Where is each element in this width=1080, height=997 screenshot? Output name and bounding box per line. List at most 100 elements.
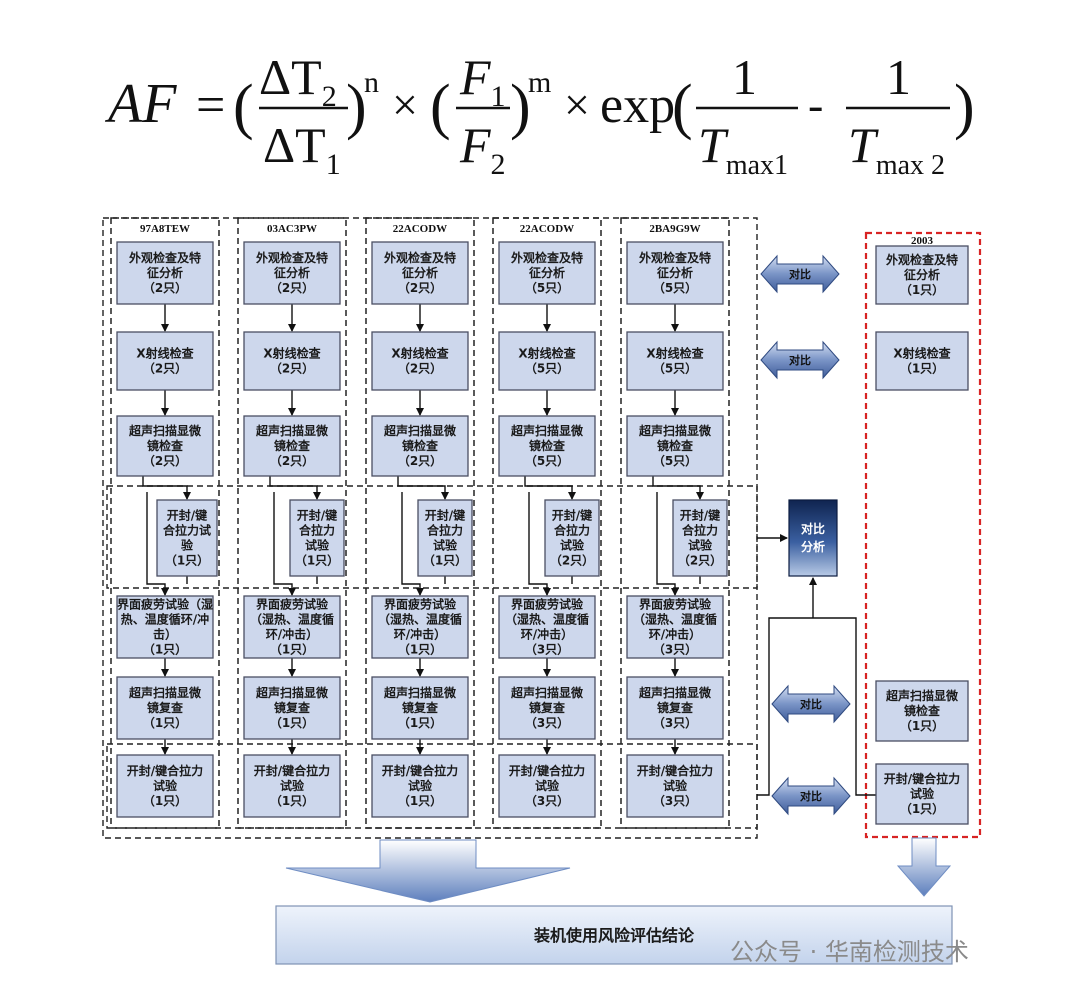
inspection-step-box-text: X射线检查（2只） [263, 346, 321, 376]
bypass-line [528, 492, 551, 596]
reference-step-box-text-line: 外观检查及特 [886, 252, 958, 267]
formula-minus: - [808, 79, 823, 130]
inspection-step-box-text: X射线检查（5只） [518, 346, 576, 376]
inspection-step-box-text-line: （2只） [270, 361, 314, 376]
inspection-step-box-text-line: 超声扫描显微 [638, 423, 712, 438]
inspection-step-box-text-line: 征分析 [402, 265, 438, 280]
inspection-step-box [626, 241, 724, 305]
bypass-line [656, 492, 679, 596]
inspection-step-box [626, 676, 724, 740]
formula-tmax2: Tmax 2 [848, 117, 945, 181]
sample-column-title: 22ACODW [520, 223, 574, 235]
conclusion-bar [275, 905, 953, 965]
decap-bond-pull-box [672, 499, 728, 577]
inspection-step-box-text-line: （2只） [143, 280, 187, 295]
inspection-step-box-text-line: （5只） [525, 280, 569, 295]
interface-fatigue-box-text-line: 界面疲劳试验 [639, 597, 712, 612]
decap-bond-pull-box-text-line: 合拉力 [427, 523, 463, 538]
final-bond-pull-box-text-line: 开封/键合拉力 [382, 763, 458, 778]
bypass-line [273, 492, 296, 596]
interface-fatigue-box-text-line: （1只） [143, 642, 187, 657]
inspection-step-box-text-line: 征分析 [657, 265, 693, 280]
interface-fatigue-box-text-line: （3只） [525, 642, 569, 657]
final-bond-pull-box-text-line: 试验 [153, 778, 178, 793]
comparison-analysis-hub-text-line: 分析 [801, 539, 825, 554]
decap-bond-pull-box [156, 499, 218, 577]
inspection-step-box-text-line: X射线检查 [646, 346, 704, 361]
inspection-step-box-text-line: （3只） [525, 715, 569, 730]
inspection-step-box-text-line: 超声扫描显微 [510, 685, 584, 700]
compare-arrow-xray-label: 对比 [789, 353, 811, 367]
inspection-step-box [243, 331, 341, 391]
decap-bond-pull-box-text-line: 试验 [688, 538, 713, 553]
decap-bond-pull-box-text-line: 试验 [433, 538, 458, 553]
formula-exponent-m: m [528, 66, 551, 99]
decap-bond-pull-box-text: 开封/键合拉力试验（2只） [550, 508, 594, 568]
interface-fatigue-box-text-line: 界面疲劳试验 [256, 597, 329, 612]
inspection-step-box [498, 331, 596, 391]
interface-fatigue-box-text-line: 热、温度循环/冲 [121, 612, 209, 627]
final-bond-pull-box-text-line: （1只） [270, 793, 314, 808]
inspection-step-box-text-line: 超声扫描显微 [638, 685, 712, 700]
inspection-step-box-text-line: 征分析 [147, 265, 183, 280]
decap-bond-pull-box-text-line: 试验 [560, 538, 585, 553]
formula-paren-close-3: ) [954, 73, 975, 141]
decap-bond-pull-box-text: 开封/键合拉力试验（1只） [163, 508, 211, 568]
inspection-step-box-text-line: （2只） [270, 453, 314, 468]
reference-step-box-text: 外观检查及特征分析（1只） [886, 252, 958, 297]
big-down-arrow [285, 839, 571, 903]
final-bond-pull-box-text-line: （3只） [525, 793, 569, 808]
inspection-step-box-text-line: 镜检查 [274, 438, 311, 453]
inspection-step-box-text-line: 镜检查 [402, 438, 439, 453]
final-bond-pull-box-text: 开封/键合拉力试验（3只） [637, 763, 713, 808]
reference-step-box-text: 开封/键合拉力试验（1只） [884, 771, 960, 816]
inspection-step-box-text: 超声扫描显微镜复查（3只） [638, 685, 712, 730]
reference-step-box-text-line: （1只） [900, 361, 944, 376]
sample-column-title: 2BA9G9W [649, 223, 700, 235]
inspection-step-box-text-line: 超声扫描显微 [383, 685, 457, 700]
decap-bond-pull-box [544, 499, 600, 577]
interface-fatigue-box-text-line: （湿热、温度循 [505, 612, 589, 627]
final-bond-pull-box-text: 开封/键合拉力试验（3只） [509, 763, 585, 808]
interface-fatigue-box-text-line: 环/冲击） [266, 627, 318, 642]
final-test-row-border [106, 743, 758, 829]
final-bond-pull-box-text-line: （1只） [398, 793, 442, 808]
interface-fatigue-box-text-line: 击） [153, 627, 177, 642]
inspection-step-box-text: 外观检查及特征分析（2只） [256, 250, 328, 295]
bypass-line [401, 492, 424, 596]
inspection-step-box-text-line: （5只） [525, 453, 569, 468]
formula-numerator-1: 1 [732, 49, 757, 105]
inspection-step-box-text-line: 超声扫描显微 [255, 423, 329, 438]
inspection-step-box-text: X射线检查（5只） [646, 346, 704, 376]
decap-bond-pull-box-text-line: 开封/键 [297, 508, 337, 523]
inspection-step-box-text-line: （2只） [270, 280, 314, 295]
reference-step-box [875, 680, 969, 742]
sample-column-title: 97A8TEW [140, 223, 190, 235]
sample-column-title: 03AC3PW [267, 223, 317, 235]
interface-fatigue-box [371, 595, 469, 659]
decap-bond-pull-box-text-line: （2只） [678, 553, 722, 568]
final-bond-pull-box-text-line: 开封/键合拉力 [637, 763, 713, 778]
final-bond-pull-box-text-line: 试验 [663, 778, 688, 793]
final-bond-pull-box-text: 开封/键合拉力试验（1只） [127, 763, 203, 808]
reference-step-box-text-line: （1只） [900, 801, 944, 816]
inspection-step-box-text-line: （2只） [143, 453, 187, 468]
decap-bond-pull-box-text-line: 开封/键 [425, 508, 465, 523]
inspection-step-box-text-line: （5只） [653, 280, 697, 295]
inspection-step-box-text-line: 外观检查及特 [129, 250, 201, 265]
inspection-step-box [498, 415, 596, 477]
inspection-step-box [626, 331, 724, 391]
final-bond-pull-box [243, 754, 341, 818]
inspection-step-box-text-line: 镜复查 [657, 700, 694, 715]
formula-dt2: ΔT2 [259, 49, 337, 113]
inspection-step-box [371, 331, 469, 391]
sample-column-border [237, 217, 347, 829]
decap-bond-pull-box-text-line: 验 [181, 538, 194, 553]
inspection-step-box-text: 超声扫描显微镜复查（1只） [255, 685, 329, 730]
formula-f1: F1 [459, 49, 506, 113]
inspection-step-box [243, 676, 341, 740]
formula-f2: F2 [459, 117, 506, 181]
inspection-step-box-text-line: 镜检查 [147, 438, 184, 453]
